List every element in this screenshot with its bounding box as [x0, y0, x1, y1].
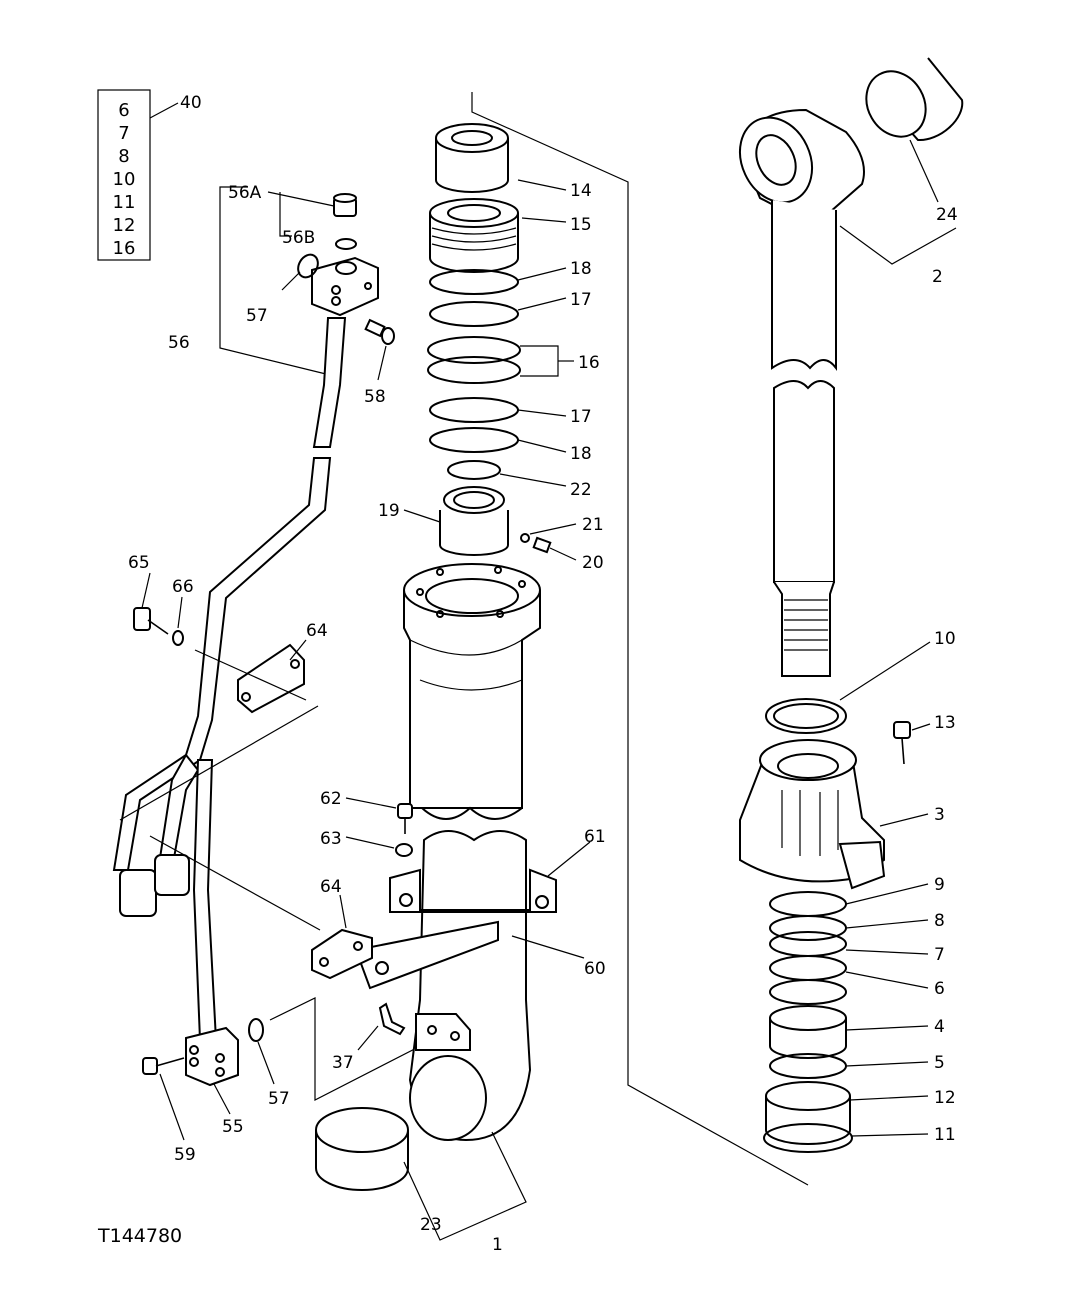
callout-22: 22	[570, 480, 592, 500]
callout-19: 19	[378, 501, 400, 521]
callout-labels: 56A 56B 57 56 58 65 66 64 62 63 64 61 60…	[128, 181, 958, 1255]
cylinder-barrel	[311, 92, 809, 1241]
kit-item: 16	[113, 238, 136, 259]
callout-1: 1	[492, 1235, 503, 1255]
callout-3: 3	[934, 805, 945, 825]
callout-14: 14	[570, 181, 592, 201]
callout-58: 58	[364, 387, 386, 407]
callout-64-top: 64	[306, 621, 328, 641]
callout-6: 6	[934, 979, 945, 999]
callout-17-top: 17	[570, 290, 592, 310]
callout-64-bottom: 64	[320, 877, 342, 897]
callout-17-bottom: 17	[570, 407, 592, 427]
callout-13: 13	[934, 713, 956, 733]
callout-16: 16	[578, 353, 600, 373]
callout-4: 4	[934, 1017, 945, 1037]
callout-56B: 56B	[282, 228, 315, 248]
kit-item: 11	[113, 192, 136, 213]
callout-18-bottom: 18	[570, 444, 592, 464]
kit-item: 12	[113, 215, 136, 236]
callout-9: 9	[934, 875, 945, 895]
figure-id: T144780	[97, 1225, 182, 1247]
callout-20: 20	[582, 553, 604, 573]
callout-2: 2	[932, 267, 943, 287]
callout-24: 24	[936, 205, 958, 225]
callout-65: 65	[128, 553, 150, 573]
callout-61: 61	[584, 827, 606, 847]
callout-62: 62	[320, 789, 342, 809]
callout-21: 21	[582, 515, 604, 535]
callout-15: 15	[570, 215, 592, 235]
kit-item: 8	[118, 146, 129, 167]
callout-8: 8	[934, 911, 945, 931]
callout-7: 7	[934, 945, 945, 965]
kit-ref-label: 40	[180, 93, 202, 113]
callout-5: 5	[934, 1053, 945, 1073]
callout-63: 63	[320, 829, 342, 849]
callout-66: 66	[172, 577, 194, 597]
callout-55: 55	[222, 1117, 244, 1137]
callout-12: 12	[934, 1088, 956, 1108]
callout-60: 60	[584, 959, 606, 979]
tube-assembly	[112, 186, 441, 1101]
kit-item: 7	[118, 123, 129, 144]
callout-11: 11	[934, 1125, 956, 1145]
callout-56: 56	[168, 333, 190, 353]
callout-37: 37	[332, 1053, 354, 1073]
kit-item: 6	[118, 100, 129, 121]
callout-23: 23	[420, 1215, 442, 1235]
leader-lines	[141, 139, 939, 1141]
callout-18-top: 18	[570, 259, 592, 279]
kit-item: 10	[113, 169, 136, 190]
kit-box: 6 7 8 10 11 12 16 40	[97, 89, 202, 261]
callout-10: 10	[934, 629, 956, 649]
callout-57-bottom: 57	[268, 1089, 290, 1109]
callout-59: 59	[174, 1145, 196, 1165]
callout-56A: 56A	[228, 183, 262, 203]
callout-57-top: 57	[246, 306, 268, 326]
